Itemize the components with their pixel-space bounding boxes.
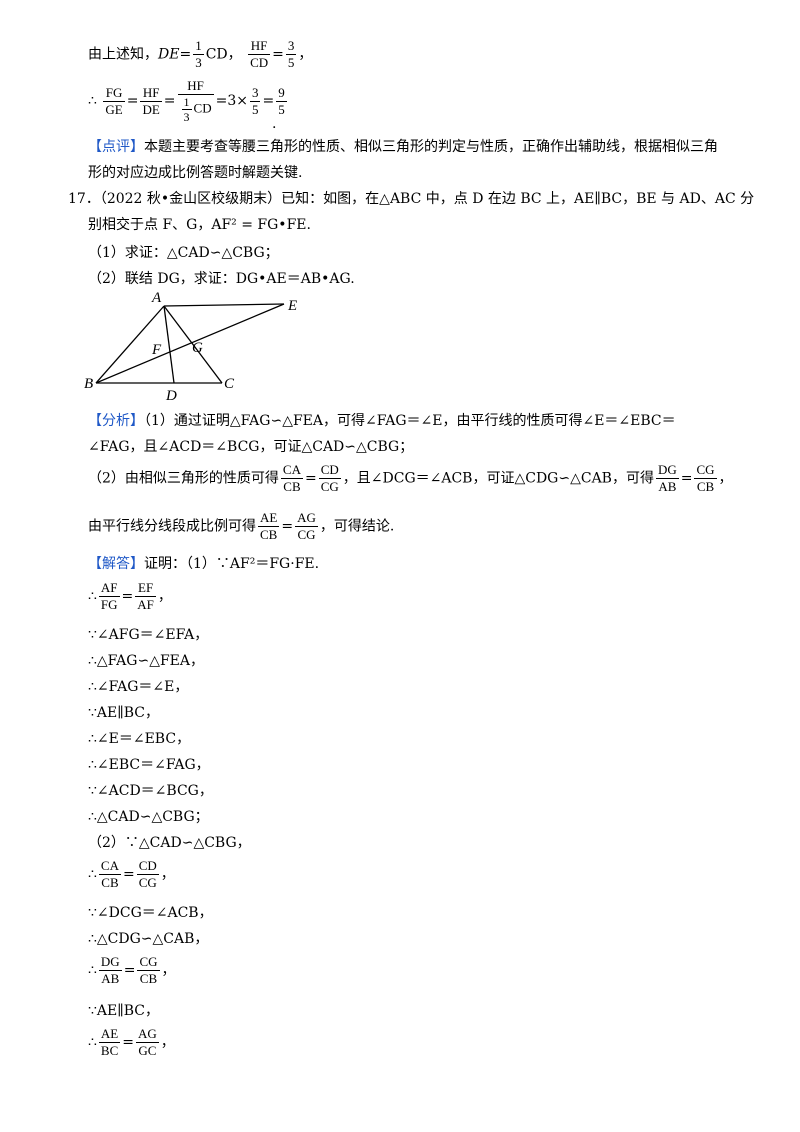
label-c: C bbox=[224, 376, 235, 392]
label-a: A bbox=[151, 290, 162, 306]
comment-tag: 【点评】 bbox=[88, 139, 144, 155]
answer-step-4: ∴∠FAG＝∠E， bbox=[88, 679, 189, 695]
label-g: G bbox=[192, 340, 203, 356]
answer-intro: 【解答】证明：（1）∵AF²＝FG·FE. bbox=[88, 556, 320, 572]
segment-ab bbox=[95, 305, 165, 384]
answer-tag: 【解答】 bbox=[88, 556, 144, 572]
problem-source: （2022 秋•金山区校级期末） bbox=[99, 191, 282, 207]
answer-step-3: ∴△FAG∽△FEA， bbox=[88, 653, 205, 669]
problem-question-2: （2）联结 DG，求证：DG•AE＝AB•AG. bbox=[88, 271, 355, 287]
problem-17-line-2: 别相交于点 F、G，AF² = FG•FE. bbox=[88, 217, 311, 233]
analysis-line-2: ∠FAG，且∠ACD＝∠BCG，可证△CAD∽△CBG； bbox=[88, 439, 414, 455]
answer-step-6: ∴∠E＝∠EBC， bbox=[88, 731, 191, 747]
answer-step-14: ∵AE∥BC， bbox=[88, 1003, 159, 1019]
segment-ad bbox=[163, 305, 175, 384]
label-b: B bbox=[84, 376, 93, 392]
geometry-figure: A E F G B D C bbox=[84, 290, 297, 404]
comment-line-2: 形的对应边成比例答题时解题关键. bbox=[88, 165, 303, 181]
segment-ac bbox=[163, 305, 223, 384]
answer-step-5: ∵AE∥BC， bbox=[88, 705, 159, 721]
answer-step-8: ∵∠ACD＝∠BCG， bbox=[88, 783, 213, 799]
comment-line-1: 【点评】本题主要考查等腰三角形的性质、相似三角形的判定与性质，正确作出辅助线，根… bbox=[88, 139, 718, 155]
answer-step-2: ∵∠AFG＝∠EFA， bbox=[88, 627, 209, 643]
problem-number: 17． bbox=[68, 191, 100, 207]
label-e: E bbox=[287, 298, 297, 314]
segment-be bbox=[95, 303, 285, 384]
line-period: . bbox=[272, 116, 277, 132]
answer-step-7: ∴∠EBC＝∠FAG， bbox=[88, 757, 210, 773]
answer-step-9: ∴△CAD∽△CBG； bbox=[88, 809, 209, 825]
problem-question-1: （1）求证：△CAD∽△CBG； bbox=[88, 245, 279, 261]
answer-part-2: （2）∵△CAD∽△CBG， bbox=[88, 835, 251, 851]
analysis-tag: 【分析】 bbox=[88, 413, 144, 429]
analysis-line-1: 【分析】（1）通过证明△FAG∽△FEA，可得∠FAG＝∠E，由平行线的性质可得… bbox=[88, 413, 676, 429]
problem-17-line-1: 17．（2022 秋•金山区校级期末）已知：如图，在△ABC 中，点 D 在边 … bbox=[68, 191, 755, 207]
label-f: F bbox=[151, 342, 162, 358]
answer-step-11: ∵∠DCG＝∠ACB， bbox=[88, 905, 213, 921]
segment-ae bbox=[163, 303, 285, 307]
label-d: D bbox=[165, 388, 177, 404]
answer-step-12: ∴△CDG∽△CAB， bbox=[88, 931, 209, 947]
